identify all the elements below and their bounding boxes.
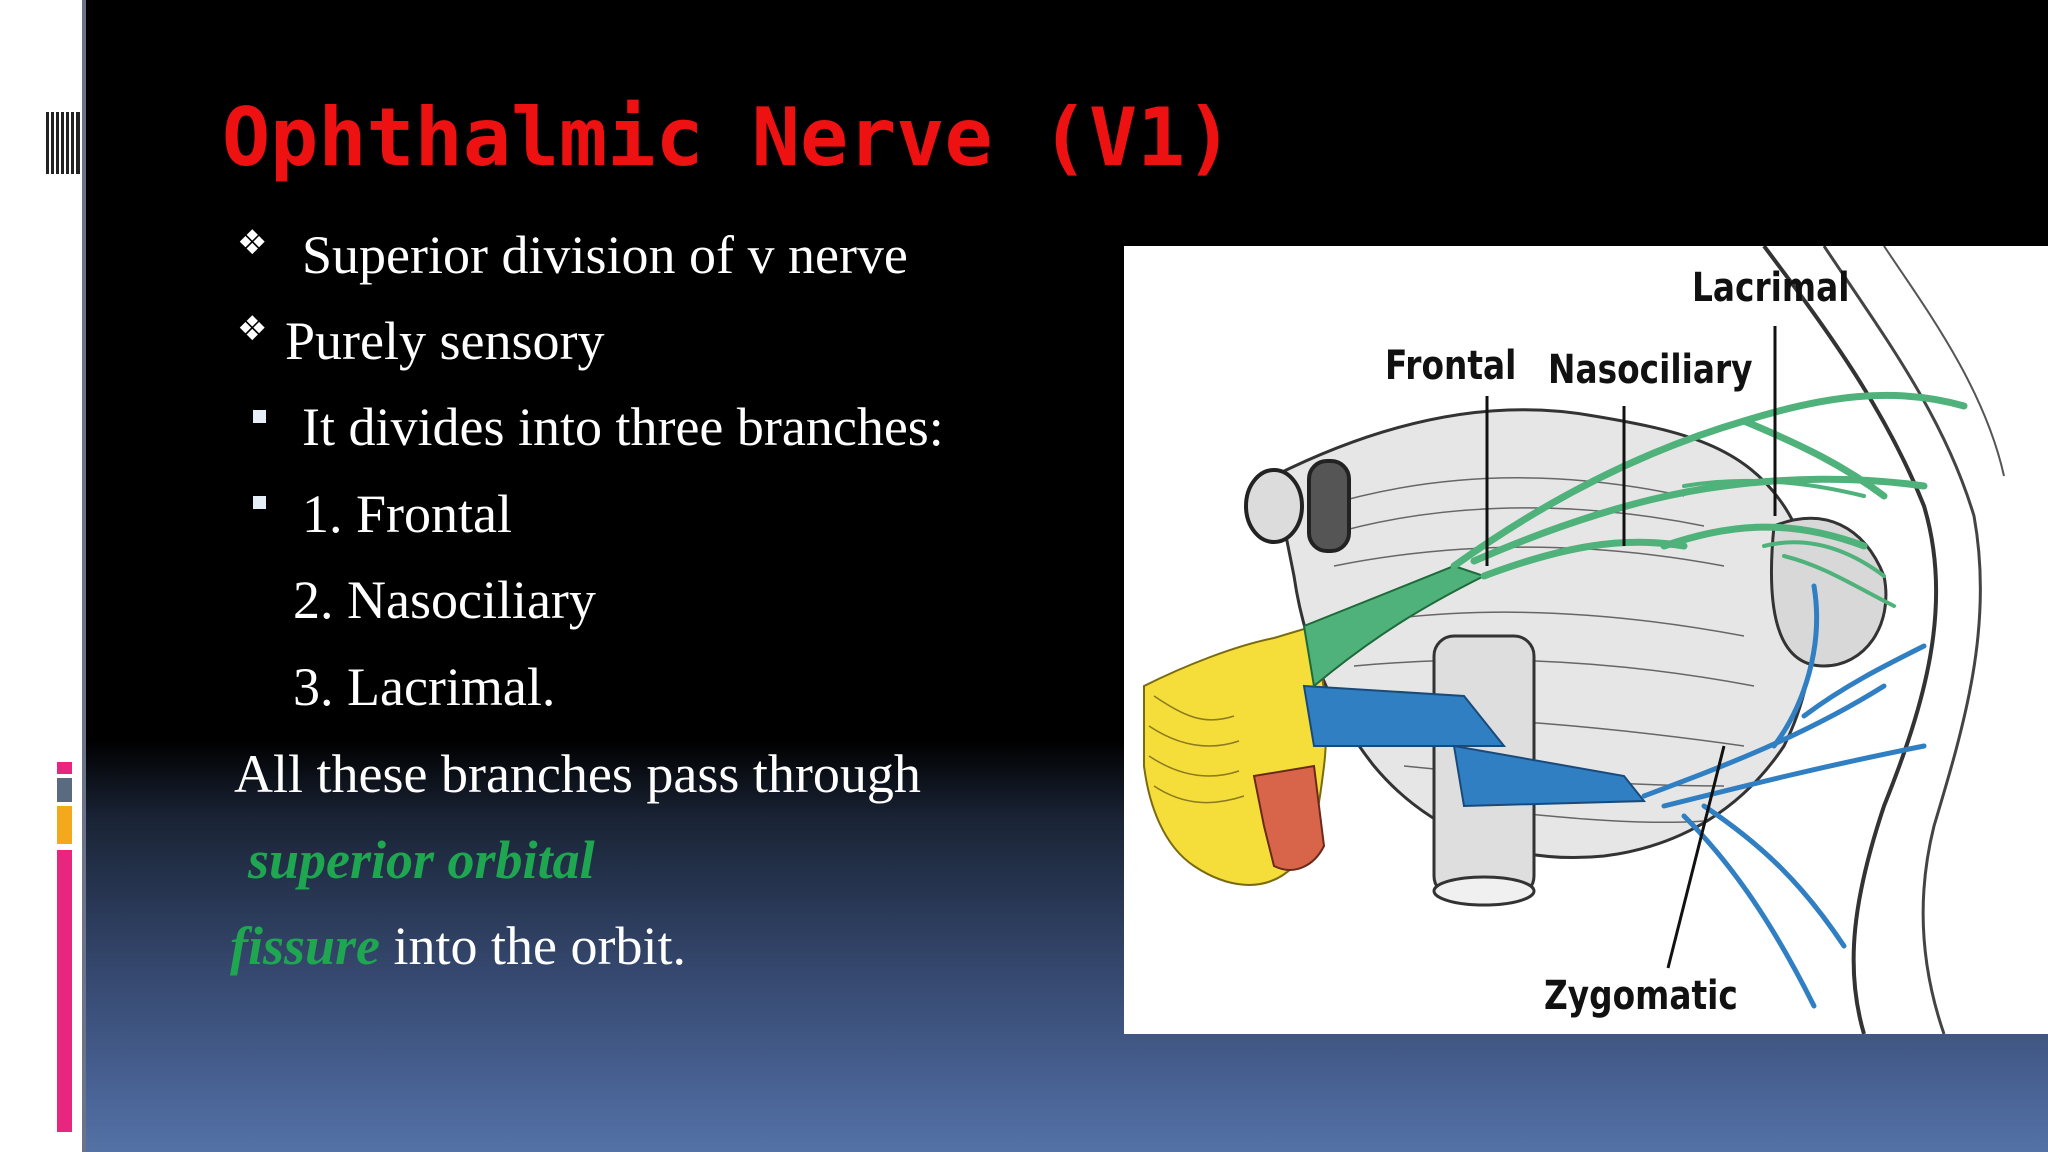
square-bullet-icon <box>253 410 266 423</box>
orbit-nerve-drawing <box>1143 246 2005 1034</box>
bullet-text-1: Superior division of v nerve <box>302 225 908 285</box>
label-frontal: Frontal <box>1385 343 1517 389</box>
label-nasociliary: Nasociliary <box>1548 347 1753 393</box>
highlight-superior-orbital: superior orbital <box>248 830 595 890</box>
diamond-bullet-icon: ❖ <box>237 223 268 263</box>
paragraph-line-3-rest: into the orbit. <box>380 916 686 976</box>
list-item-lacrimal: 3. Lacrimal. <box>293 657 556 717</box>
accent-bar-orange <box>57 806 72 844</box>
label-lacrimal: Lacrimal <box>1692 265 1850 311</box>
square-bullet-icon <box>253 496 266 509</box>
slide-margin <box>0 0 82 1152</box>
bullet-text-2: Purely sensory <box>285 311 605 371</box>
diamond-bullet-icon: ❖ <box>237 309 268 349</box>
accent-bar-pink-small <box>57 762 72 774</box>
orbit-nerve-diagram: Lacrimal Frontal Nasociliary Zygomatic <box>1124 246 2048 1034</box>
highlight-fissure: fissure <box>230 916 381 976</box>
paragraph-line-3: fissure into the orbit. <box>230 919 686 973</box>
paragraph-line-1: All these branches pass through <box>234 744 921 804</box>
bullet-text-3: It divides into three branches: <box>302 397 944 457</box>
stripes-icon <box>46 112 80 176</box>
bullet-text-4: 1. Frontal <box>302 484 512 544</box>
content-edge-divider <box>82 0 86 1152</box>
list-item-nasociliary: 2. Nasociliary <box>293 570 596 630</box>
slide-title: Ophthalmic Nerve (V1) <box>222 91 1234 184</box>
label-zygomatic: Zygomatic <box>1544 973 1738 1019</box>
accent-bar-gray <box>57 778 72 802</box>
accent-bar-pink <box>57 850 72 1132</box>
